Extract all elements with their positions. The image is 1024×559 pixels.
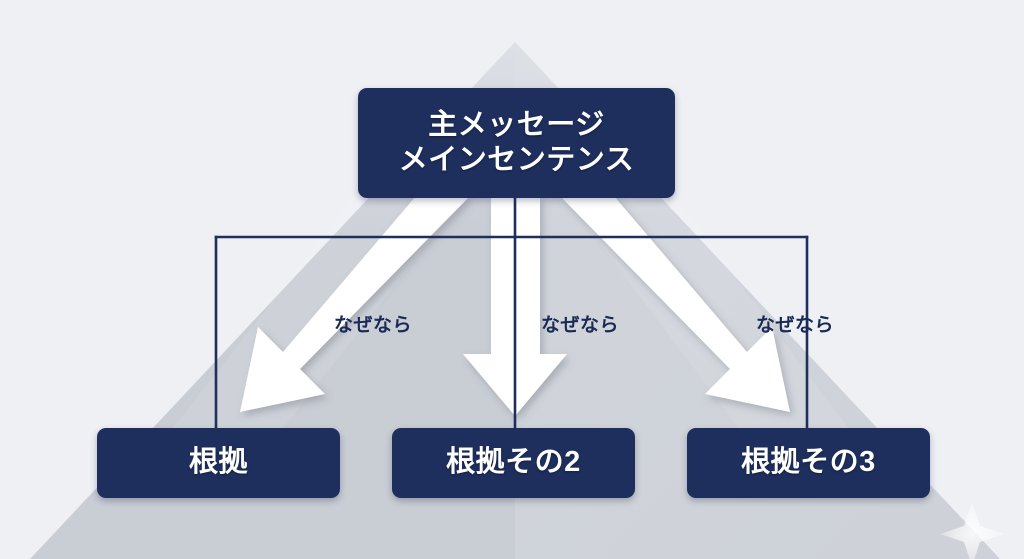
support-node-1[interactable]: 根拠	[97, 428, 340, 498]
support-node-2-label: 根拠その2	[446, 446, 581, 479]
main-message-node[interactable]: 主メッセージ メインセンテンス	[358, 88, 675, 198]
arrow-to-support-3	[560, 196, 790, 412]
sparkle-star	[940, 502, 1004, 559]
support-node-3[interactable]: 根拠その3	[687, 428, 930, 498]
edge-label-reason-3: なぜなら	[756, 315, 835, 336]
support-node-3-label: 根拠その3	[741, 446, 876, 479]
arrow-to-support-1	[240, 196, 470, 412]
support-node-1-label: 根拠	[188, 446, 248, 479]
support-node-2[interactable]: 根拠その2	[392, 428, 635, 498]
main-message-line-1: 主メッセージ	[428, 108, 605, 141]
edge-label-reason-2: なぜなら	[541, 315, 620, 336]
main-message-line-2: メインセンテンス	[398, 144, 635, 176]
edge-label-reason-1: なぜなら	[334, 315, 413, 336]
